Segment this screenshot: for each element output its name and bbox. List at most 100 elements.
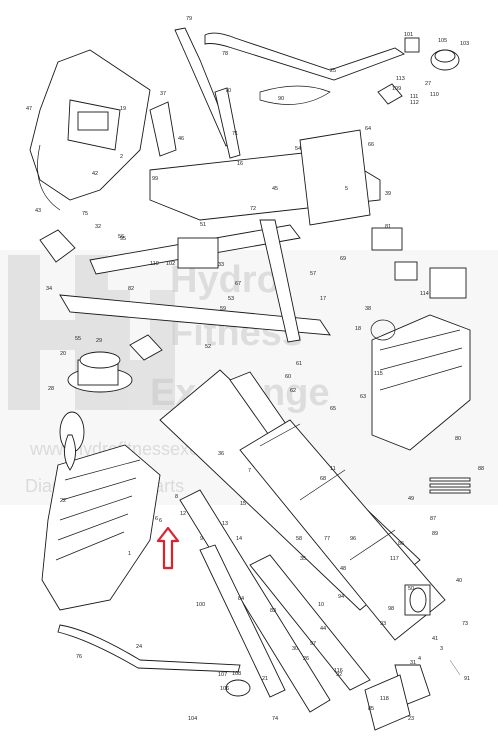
part-label: 69 [340, 256, 346, 262]
part-label: 49 [408, 496, 414, 502]
part-label: 108 [232, 671, 241, 677]
part-label: 41 [432, 636, 438, 642]
part-label: 119 [150, 261, 159, 267]
hardware-items [64, 434, 471, 676]
part-label: 13 [222, 521, 228, 527]
part-label: 30 [292, 646, 298, 652]
part-label: 60 [285, 374, 291, 380]
part-label: 95 [120, 236, 126, 242]
rear-roller [404, 584, 431, 616]
part-label: 79 [186, 16, 192, 22]
part-label: 15 [240, 501, 246, 507]
part-label: 42 [92, 171, 98, 177]
part-label: 11 [330, 466, 336, 472]
part-label: 26 [303, 656, 309, 662]
part-label: 12 [180, 511, 186, 517]
part-label: 51 [200, 222, 206, 228]
part-label: 93 [380, 621, 386, 627]
part-label: 59 [220, 306, 226, 312]
part-label: 64 [365, 126, 371, 132]
part-label: 66 [368, 142, 374, 148]
part-label: 109 [392, 86, 401, 92]
part-label: 27 [425, 81, 431, 87]
part-label: 21 [262, 676, 268, 682]
part-label: 101 [404, 32, 413, 38]
part-label: 116 [334, 668, 343, 674]
part-label: 3 [440, 646, 443, 652]
part-label: 29 [96, 338, 102, 344]
part-label: 71 [232, 131, 238, 137]
part-label: 99 [152, 176, 158, 182]
part-label: 70 [225, 88, 231, 94]
control-board [370, 314, 471, 451]
part-label: 35 [300, 556, 306, 562]
part-label: 117 [390, 556, 399, 562]
part-label: 68 [320, 476, 326, 482]
part-label: 45 [272, 186, 278, 192]
part-label: 84 [238, 596, 244, 602]
part-label: 114 [420, 291, 429, 297]
part-label: 18 [355, 326, 361, 332]
part-label: 61 [296, 361, 302, 367]
part-label: 53 [228, 296, 234, 302]
rear-endcap [364, 674, 411, 731]
part-label: 39 [385, 191, 391, 197]
part-label: 23 [408, 716, 414, 722]
part-label: 36 [218, 451, 224, 457]
part-label: 34 [46, 286, 52, 292]
part-label: 46 [178, 136, 184, 142]
part-label: 65 [330, 406, 336, 412]
part-label: 96 [350, 536, 356, 542]
part-label: 55 [75, 336, 81, 342]
part-label: 111 [410, 94, 418, 100]
part-label: 75 [82, 211, 88, 217]
part-label: 56 [118, 234, 124, 240]
part-label: 80 [455, 436, 461, 442]
part-label: 38 [365, 306, 371, 312]
left-upright [149, 27, 241, 159]
part-label: 52 [205, 344, 211, 350]
part-label: 73 [462, 621, 468, 627]
part-label: 98 [388, 606, 394, 612]
part-label: 37 [160, 91, 166, 97]
part-label: 72 [250, 206, 256, 212]
part-label: 88 [478, 466, 484, 472]
part-label: 76 [76, 654, 82, 660]
part-label: 100 [196, 602, 205, 608]
part-label: 24 [136, 644, 142, 650]
part-label: 74 [272, 716, 278, 722]
part-label: 5 [345, 186, 348, 192]
part-label: 63 [360, 394, 366, 400]
part-label: 10 [318, 602, 324, 608]
part-label: 57 [310, 271, 316, 277]
part-label: 2 [120, 154, 123, 160]
handlebar-assembly [204, 32, 460, 105]
part-label: 44 [320, 626, 326, 632]
part-label: 105 [438, 38, 447, 44]
part-label: 115 [374, 371, 383, 377]
part-number-labels: 1 2 3 4 5 6 7 8 9 10 11 12 13 14 15 16 1… [26, 16, 484, 722]
part-label: 83 [270, 608, 276, 614]
part-label: 103 [460, 41, 469, 47]
part-label: 118 [380, 696, 389, 702]
part-label: 50 [408, 586, 414, 592]
part-label: 6 [155, 516, 158, 522]
part-label: 62 [290, 388, 296, 394]
part-label: 86 [398, 541, 404, 547]
part-label: 97 [310, 641, 316, 647]
part-label: 78 [222, 51, 228, 57]
part-label: 107 [218, 672, 227, 678]
part-label: 19 [120, 106, 126, 112]
console-assembly [29, 49, 151, 263]
callout-label: 6 [159, 518, 162, 524]
part-label: 9 [200, 536, 203, 542]
walking-deck [239, 419, 446, 641]
motor-hood [41, 444, 161, 611]
part-label: 16 [237, 161, 243, 167]
part-label: 102 [166, 261, 175, 267]
part-label: 110 [430, 92, 439, 98]
part-label: 40 [456, 578, 462, 584]
part-label: 94 [338, 594, 344, 600]
callout-arrow: 6 [156, 518, 180, 570]
